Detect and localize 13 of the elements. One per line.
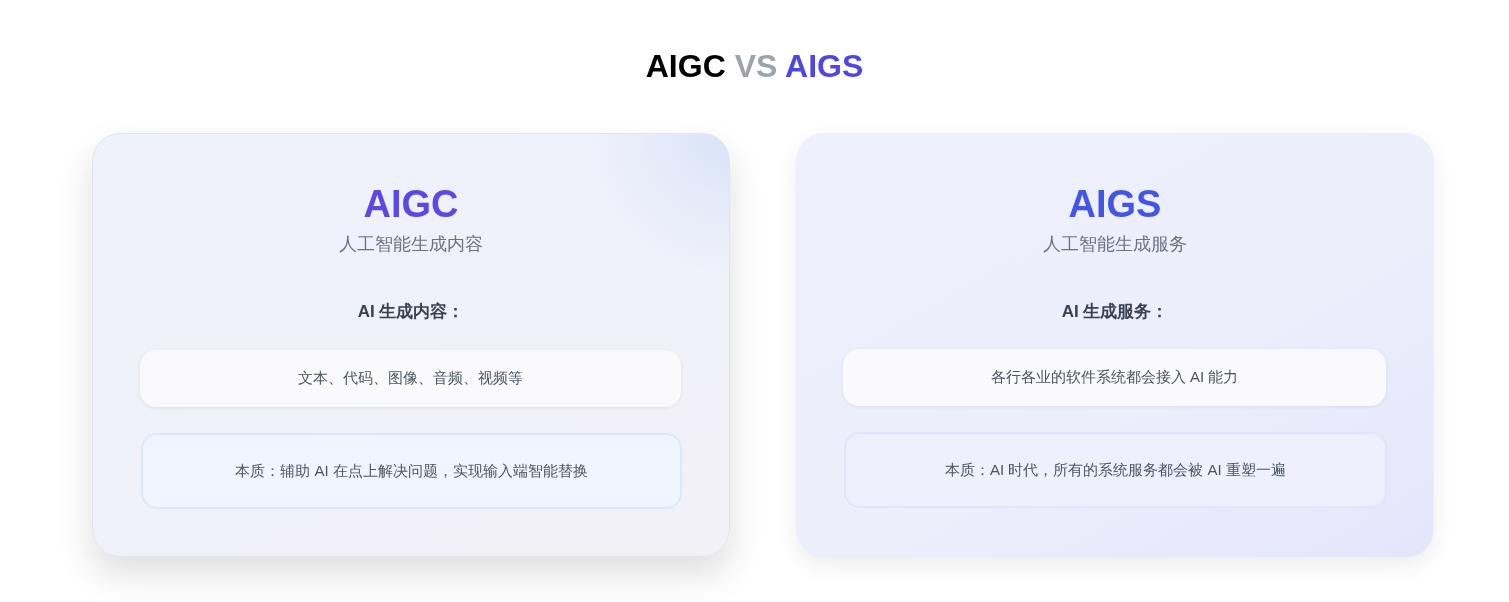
card-heading: AIGS xyxy=(1067,182,1163,226)
card xyxy=(796,133,1434,558)
card-subtitle: 人工智能生成内容 xyxy=(338,233,484,256)
section-label: AI 生成服务： xyxy=(1060,301,1170,323)
summary-box: 本质：辅助 AI 在点上解决问题，实现输入端智能替换 xyxy=(141,433,682,509)
summary-box: 本质：AI 时代，所有的系统服务都会被 AI 重塑一遍 xyxy=(844,432,1387,508)
card xyxy=(92,133,730,557)
content-box: 各行各业的软件系统都会接入 AI 能力 xyxy=(843,349,1386,406)
diagram-title: AIGC VS AIGS xyxy=(644,47,865,86)
card-subtitle: 人工智能生成服务 xyxy=(1042,233,1188,256)
content-box: 文本、代码、图像、音频、视频等 xyxy=(140,350,681,407)
section-label: AI 生成内容： xyxy=(356,301,466,323)
card-heading: AIGC xyxy=(362,182,460,226)
